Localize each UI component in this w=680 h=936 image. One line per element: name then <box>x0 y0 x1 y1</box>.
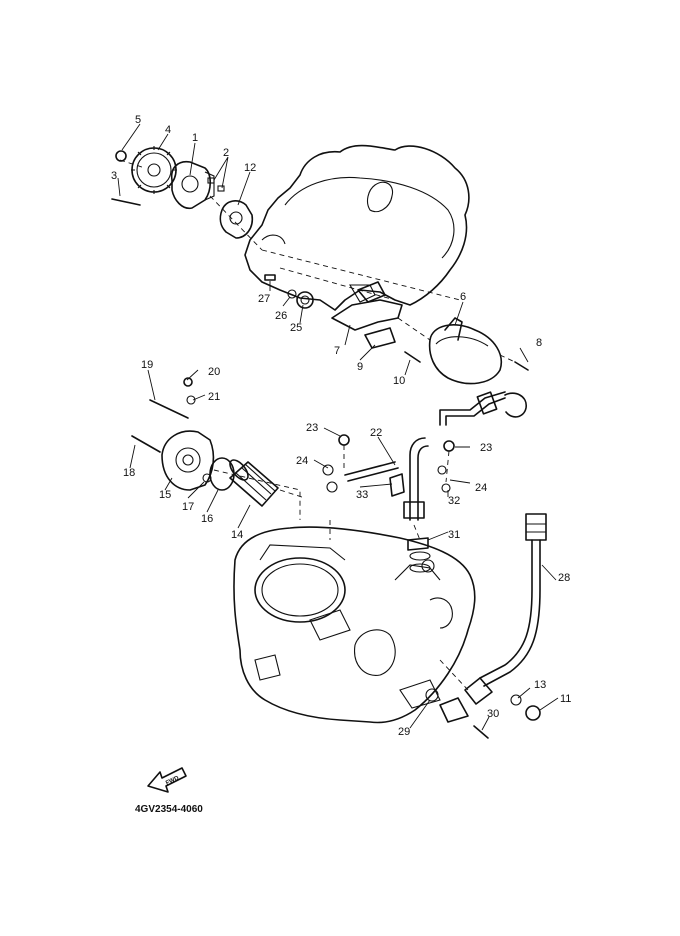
pump-bolt <box>111 198 141 206</box>
label-23-left: 23 <box>306 422 318 434</box>
label-10: 10 <box>393 375 405 387</box>
label-4: 4 <box>165 124 171 136</box>
label-20: 20 <box>208 366 220 378</box>
drain-bolt <box>183 377 193 387</box>
filter-cover-bolt-short <box>131 435 161 453</box>
leader-lines <box>117 123 559 731</box>
crankcase-cover-upper <box>244 144 470 311</box>
label-24-right: 24 <box>475 482 487 494</box>
fwd-label: FWD <box>165 775 181 786</box>
copper-washer-c <box>437 465 447 475</box>
part-code: 4GV2354-4060 <box>135 804 203 815</box>
oil-filter-element <box>229 459 279 507</box>
oil-filter-assembly <box>131 377 306 520</box>
label-3: 3 <box>111 170 117 182</box>
drain-plug <box>525 705 541 721</box>
oil-strainer-assembly <box>264 274 529 385</box>
pump-drive-gear <box>131 147 177 193</box>
label-1: 1 <box>192 132 198 144</box>
oil-delivery-pipe <box>439 391 527 426</box>
oil-hose-assembly <box>425 513 547 739</box>
strainer-bolt <box>404 351 421 363</box>
hose-fitting <box>389 473 405 497</box>
elbow-fitting <box>439 697 469 723</box>
dowel-stud <box>264 274 276 281</box>
label-31: 31 <box>448 529 460 541</box>
copper-washer-d <box>441 483 451 493</box>
pipe-union <box>403 501 425 519</box>
label-14: 14 <box>231 529 243 541</box>
label-26: 26 <box>275 310 287 322</box>
label-27: 27 <box>258 293 270 305</box>
label-2: 2 <box>223 147 229 159</box>
copper-washer-a <box>322 464 334 476</box>
label-15: 15 <box>159 489 171 501</box>
label-18: 18 <box>123 467 135 479</box>
label-19: 19 <box>141 359 153 371</box>
crankcase-lower <box>233 520 476 724</box>
drain-washer <box>186 395 196 405</box>
drain-gasket <box>510 694 522 706</box>
hose-elbow <box>464 677 493 705</box>
nut <box>115 150 127 162</box>
label-28: 28 <box>558 572 570 584</box>
dowel-pin-b <box>217 185 225 192</box>
breather-pipe <box>344 461 396 476</box>
copper-washer-b <box>326 481 338 493</box>
label-25: 25 <box>290 322 302 334</box>
oil-hose <box>479 539 533 679</box>
label-6: 6 <box>460 291 466 303</box>
label-13: 13 <box>534 679 546 691</box>
label-29: 29 <box>398 726 410 738</box>
label-23-right: 23 <box>480 442 492 454</box>
label-7: 7 <box>334 345 340 357</box>
o-ring-small <box>287 289 297 299</box>
label-32: 32 <box>448 495 460 507</box>
label-21: 21 <box>208 391 220 403</box>
label-16: 16 <box>201 513 213 525</box>
oil-pump-assembly <box>111 146 263 251</box>
pipe-seal <box>407 537 429 551</box>
label-30: 30 <box>487 708 499 720</box>
oil-seal <box>296 291 314 309</box>
label-22: 22 <box>370 427 382 439</box>
label-12: 12 <box>244 162 256 174</box>
label-24-left: 24 <box>296 455 308 467</box>
elbow-bolt <box>473 725 489 739</box>
filter-cover-bolt-long <box>149 399 189 419</box>
label-9: 9 <box>357 361 363 373</box>
label-11: 11 <box>560 693 571 705</box>
label-33: 33 <box>356 489 368 501</box>
part-labels: 1 2 3 4 5 6 7 8 9 10 11 12 13 14 15 16 1… <box>111 114 571 738</box>
oil-pipe-main <box>409 437 426 521</box>
oil-strainer <box>428 324 502 385</box>
union-bolt-right <box>443 440 455 452</box>
strainer-screw <box>514 361 529 371</box>
dowel-pin-a <box>207 177 215 184</box>
gear-teeth <box>131 146 177 194</box>
union-bolt-left <box>338 434 350 446</box>
strainer-bracket <box>331 299 403 331</box>
label-17: 17 <box>182 501 194 513</box>
fwd-arrow: FWD <box>147 767 187 793</box>
oil-pipes <box>322 434 455 573</box>
bracket-plate <box>364 327 396 349</box>
gasket <box>219 200 254 239</box>
oil-pump-body <box>170 160 212 210</box>
label-5: 5 <box>135 114 141 126</box>
label-8: 8 <box>536 337 542 349</box>
o-ring-return <box>425 688 439 702</box>
